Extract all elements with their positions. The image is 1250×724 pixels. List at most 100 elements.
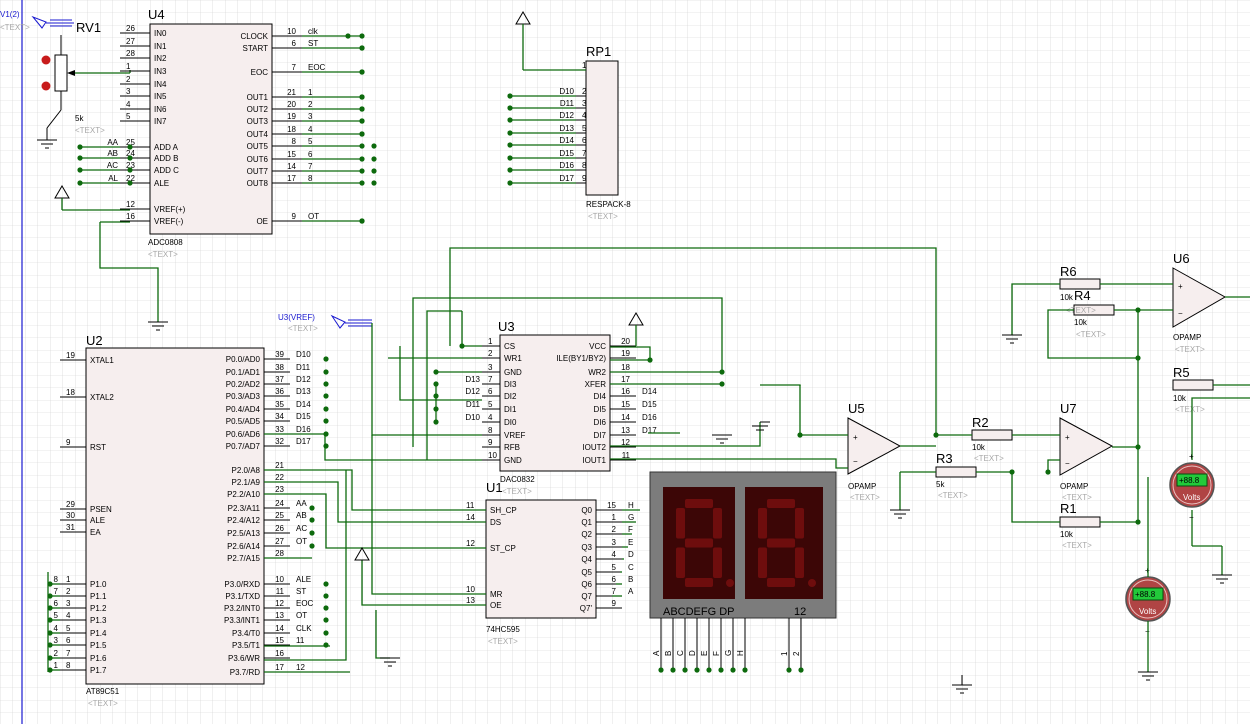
u5-opamp[interactable]: U5 + − OPAMP <TEXT> [847,401,902,502]
rv1-decrease-button[interactable] [41,55,51,65]
rv1-increase-button[interactable] [41,81,51,91]
u1-pin-9[interactable]: 9Q7' [580,599,622,613]
voltmeter-2[interactable]: +88.8 Volts + − [1125,566,1171,681]
u3-dac[interactable]: U3 1CS2WR13GND7DI3D136DI2D125DI1D114DI0D… [465,319,657,496]
u3-vref-probe[interactable]: U3(VREF) <TEXT> [278,313,372,333]
voltmeter-1[interactable]: +88.8 Volts + − [1169,432,1232,584]
u6-opamp[interactable]: U6 + − OPAMP <TEXT> [1172,251,1227,354]
display-pin-E[interactable]: E [700,618,712,673]
u7-opamp[interactable]: U7 + − OPAMP <TEXT> [1059,401,1114,502]
display-pin-1[interactable]: 1 [780,618,792,673]
display-pin-D[interactable]: D [688,618,700,673]
u4-adc[interactable]: U4 26IN027IN128IN21IN32IN43IN54IN65IN725… [80,7,362,259]
display-pin-B[interactable]: B [664,618,676,673]
u3-pin-1[interactable]: 1CS [482,337,515,351]
display-pin-G[interactable]: G [724,618,736,673]
r3-resistor[interactable]: R3 5k <TEXT> [935,451,977,500]
rv1-potentiometer[interactable]: RV1 5k <TEXT> [37,20,131,149]
display-pin-2[interactable]: 2 [792,618,804,673]
display-pin-H[interactable]: H [736,618,748,673]
display-pin-C[interactable]: C [676,618,688,673]
display-pin-F[interactable]: F [712,618,724,673]
display-pin-A[interactable]: A [652,618,664,673]
